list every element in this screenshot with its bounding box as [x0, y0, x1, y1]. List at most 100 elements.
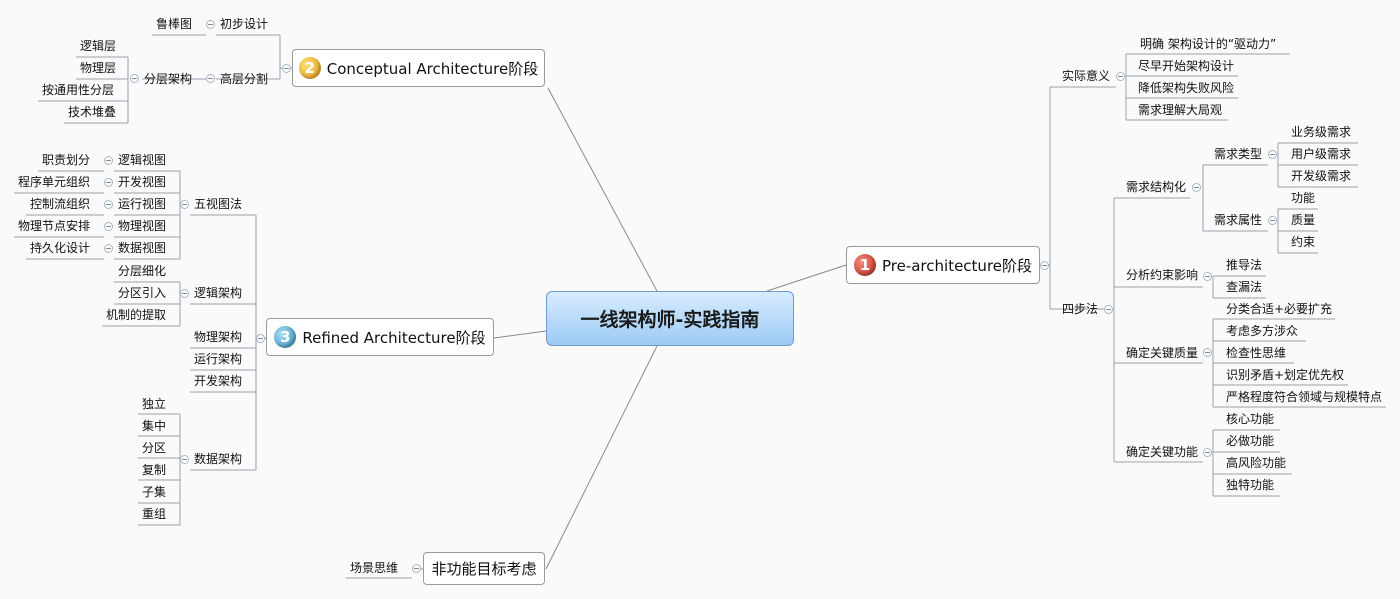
subtopic[interactable]: 确定关键功能: [1126, 445, 1199, 459]
leaf-topic[interactable]: 考虑多方涉众: [1226, 324, 1299, 338]
leaf-topic[interactable]: 查漏法: [1226, 280, 1263, 294]
collapse-toggle-icon[interactable]: [104, 178, 113, 187]
collapse-toggle-icon[interactable]: [180, 200, 189, 209]
leaf-topic[interactable]: 按通用性分层: [42, 83, 115, 97]
collapse-toggle-icon[interactable]: [130, 74, 139, 83]
collapse-toggle-icon[interactable]: [1203, 448, 1212, 457]
number-1-icon: 1: [853, 254, 876, 276]
subtopic[interactable]: 高层分割: [220, 72, 269, 86]
leaf-topic[interactable]: 降低架构失败风险: [1138, 81, 1235, 95]
collapse-toggle-icon[interactable]: [1203, 272, 1212, 281]
topic-label: Pre-architecture阶段: [881, 256, 1033, 275]
subtopic[interactable]: 数据架构: [194, 452, 243, 466]
leaf-topic[interactable]: 明确 架构设计的“驱动力”: [1140, 37, 1277, 51]
collapse-toggle-icon[interactable]: [206, 74, 215, 83]
subtopic[interactable]: 五视图法: [194, 197, 243, 211]
leaf-topic[interactable]: 技术堆叠: [68, 105, 117, 119]
leaf-topic[interactable]: 复制: [142, 463, 167, 477]
collapse-toggle-icon[interactable]: [180, 455, 189, 464]
subtopic[interactable]: 初步设计: [220, 17, 269, 31]
collapse-toggle-icon[interactable]: [1192, 183, 1201, 192]
collapse-toggle-icon[interactable]: [412, 564, 421, 573]
topic-conceptual-architecture[interactable]: 2 Conceptual Architecture阶段: [292, 49, 545, 87]
collapse-toggle-icon[interactable]: [104, 156, 113, 165]
leaf-topic[interactable]: 分层细化: [118, 264, 167, 278]
leaf-topic[interactable]: 独特功能: [1226, 478, 1275, 492]
view-topic[interactable]: 数据视图: [118, 241, 167, 255]
subtopic[interactable]: 分层架构: [144, 72, 193, 86]
collapse-toggle-icon[interactable]: [180, 289, 189, 298]
leaf-topic[interactable]: 需求理解大局观: [1138, 103, 1223, 117]
leaf-topic[interactable]: 必做功能: [1226, 434, 1275, 448]
leaf-topic[interactable]: 持久化设计: [30, 241, 91, 255]
subtopic[interactable]: 确定关键质量: [1126, 346, 1199, 360]
collapse-toggle-icon[interactable]: [104, 222, 113, 231]
leaf-topic[interactable]: 子集: [142, 485, 167, 499]
collapse-toggle-icon[interactable]: [1040, 261, 1049, 270]
collapse-toggle-icon[interactable]: [1268, 216, 1277, 225]
subtopic[interactable]: 需求类型: [1214, 147, 1263, 161]
leaf-topic[interactable]: 尽早开始架构设计: [1138, 59, 1235, 73]
leaf-topic[interactable]: 分区: [142, 441, 167, 455]
collapse-toggle-icon[interactable]: [282, 64, 291, 73]
subtopic[interactable]: 开发架构: [194, 374, 243, 388]
leaf-topic[interactable]: 物理节点安排: [18, 219, 91, 233]
subtopic[interactable]: 分析约束影响: [1126, 268, 1199, 282]
subtopic[interactable]: 需求结构化: [1126, 180, 1187, 194]
view-topic[interactable]: 逻辑视图: [118, 153, 167, 167]
leaf-topic[interactable]: 功能: [1291, 191, 1316, 205]
topic-non-functional[interactable]: 非功能目标考虑: [423, 552, 545, 585]
subtopic[interactable]: 逻辑架构: [194, 286, 243, 300]
collapse-toggle-icon[interactable]: [1268, 150, 1277, 159]
collapse-toggle-icon[interactable]: [104, 244, 113, 253]
leaf-topic[interactable]: 用户级需求: [1291, 147, 1352, 161]
topic-pre-architecture[interactable]: 1 Pre-architecture阶段: [846, 246, 1040, 284]
collapse-toggle-icon[interactable]: [1203, 348, 1212, 357]
subtopic[interactable]: 需求属性: [1214, 213, 1263, 227]
leaf-topic[interactable]: 推导法: [1226, 258, 1263, 272]
subtopic[interactable]: 物理架构: [194, 330, 243, 344]
view-topic[interactable]: 物理视图: [118, 219, 167, 233]
leaf-topic[interactable]: 物理层: [80, 61, 117, 75]
leaf-topic[interactable]: 控制流组织: [30, 197, 91, 211]
leaf-topic[interactable]: 独立: [142, 397, 167, 411]
leaf-topic[interactable]: 场景思维: [350, 561, 399, 575]
number-2-icon: 2: [298, 57, 321, 79]
leaf-topic[interactable]: 重组: [142, 507, 167, 521]
leaf-topic[interactable]: 核心功能: [1226, 412, 1275, 426]
leaf-topic[interactable]: 分类合适+必要扩充: [1226, 302, 1333, 316]
root-topic-label: 一线架构师-实践指南: [580, 309, 760, 331]
leaf-topic[interactable]: 职责划分: [42, 153, 91, 167]
subtopic[interactable]: 四步法: [1062, 302, 1099, 316]
topic-refined-architecture[interactable]: 3 Refined Architecture阶段: [266, 318, 494, 356]
topic-label: 非功能目标考虑: [431, 560, 537, 578]
collapse-toggle-icon[interactable]: [1116, 72, 1125, 81]
collapse-toggle-icon[interactable]: [256, 334, 265, 343]
leaf-topic[interactable]: 开发级需求: [1291, 169, 1352, 183]
leaf-topic[interactable]: 严格程度符合领域与规模特点: [1226, 390, 1383, 404]
topic-label: Refined Architecture阶段: [302, 328, 486, 347]
topic-label: Conceptual Architecture阶段: [326, 59, 539, 78]
view-topic[interactable]: 运行视图: [118, 197, 167, 211]
root-topic[interactable]: 一线架构师-实践指南: [546, 291, 794, 346]
subtopic[interactable]: 运行架构: [194, 352, 243, 366]
subtopic[interactable]: 实际意义: [1062, 69, 1111, 83]
view-topic[interactable]: 开发视图: [118, 175, 167, 189]
leaf-topic[interactable]: 鲁棒图: [156, 17, 193, 31]
leaf-topic[interactable]: 程序单元组织: [18, 175, 91, 189]
collapse-toggle-icon[interactable]: [104, 200, 113, 209]
leaf-topic[interactable]: 检查性思维: [1226, 346, 1287, 360]
leaf-topic[interactable]: 约束: [1291, 235, 1316, 249]
leaf-topic[interactable]: 识别矛盾+划定优先权: [1226, 368, 1345, 382]
collapse-toggle-icon[interactable]: [1104, 305, 1113, 314]
leaf-topic[interactable]: 质量: [1291, 213, 1316, 227]
leaf-topic[interactable]: 机制的提取: [106, 308, 167, 322]
collapse-toggle-icon[interactable]: [206, 20, 215, 29]
leaf-topic[interactable]: 逻辑层: [80, 39, 117, 53]
leaf-topic[interactable]: 集中: [142, 419, 167, 433]
leaf-topic[interactable]: 业务级需求: [1291, 125, 1352, 139]
leaf-topic[interactable]: 分区引入: [118, 286, 167, 300]
leaf-topic[interactable]: 高风险功能: [1226, 456, 1287, 470]
